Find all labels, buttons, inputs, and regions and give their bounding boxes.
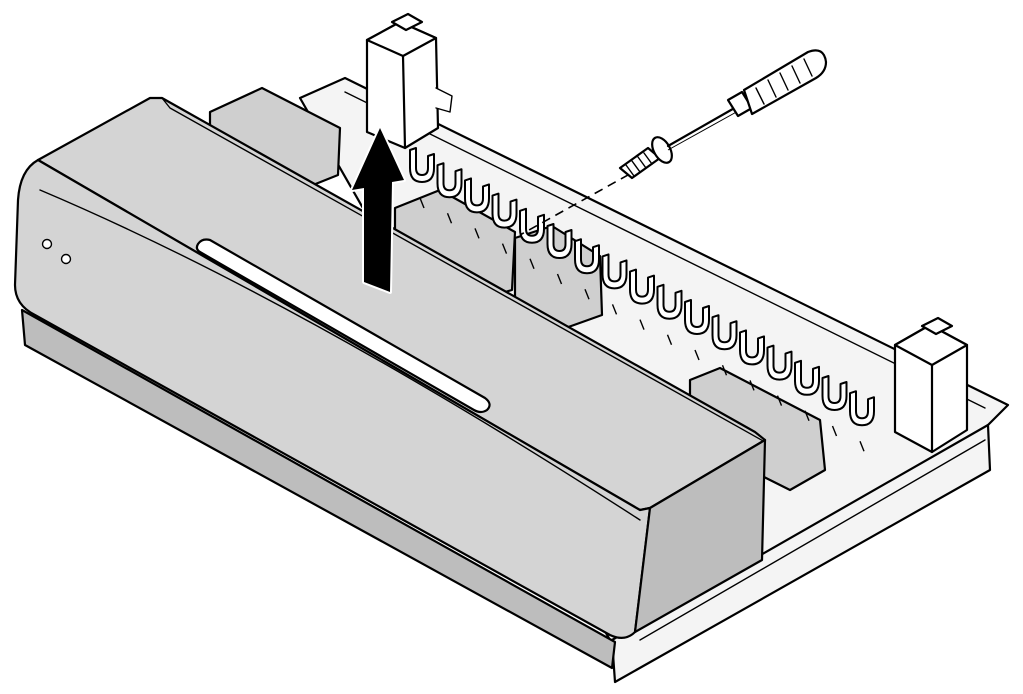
terminal-hook [491, 192, 518, 229]
terminal-slot [529, 258, 535, 270]
left-retaining-post [365, 12, 453, 150]
terminal-hook [656, 283, 683, 320]
terminal-hook [546, 223, 573, 259]
terminal-hook [519, 207, 545, 244]
screw-icon [519, 136, 673, 236]
terminal-slot [749, 380, 755, 391]
terminal-hook [464, 177, 490, 214]
terminal-hook-row [409, 147, 875, 452]
terminal-slot [501, 243, 508, 254]
terminal-slot [639, 319, 645, 330]
terminal-slot [584, 288, 590, 300]
terminal-hook [766, 344, 793, 381]
arrow-up-icon [350, 126, 406, 294]
terminal-hook [436, 162, 463, 199]
terminal-slot [721, 364, 728, 376]
front-cover [13, 96, 767, 670]
terminal-slot [419, 197, 425, 209]
terminal-hook [574, 238, 600, 275]
terminal-slot [859, 440, 865, 452]
terminal-hook [711, 314, 738, 351]
terminal-hook [849, 390, 875, 427]
terminal-hook [601, 253, 628, 290]
terminal-hook [739, 329, 765, 366]
terminal-hook [794, 359, 820, 396]
right-retaining-post [893, 316, 969, 454]
terminal-slot [474, 228, 480, 239]
terminal-slot [694, 349, 700, 361]
indicator-led-1 [41, 238, 53, 250]
terminal-slot [804, 410, 810, 422]
indicator-led-2 [60, 253, 72, 265]
terminal-hook [629, 268, 655, 305]
terminal-hook [821, 375, 848, 411]
terminal-slot [666, 334, 673, 346]
terminal-slot [446, 212, 453, 224]
screwdriver-icon [666, 49, 828, 151]
terminal-slot [776, 395, 783, 406]
terminal-hook [409, 147, 435, 183]
terminal-slot [611, 304, 618, 315]
terminal-slot [556, 273, 563, 285]
terminal-slot [831, 425, 838, 437]
terminal-hook [684, 299, 710, 335]
